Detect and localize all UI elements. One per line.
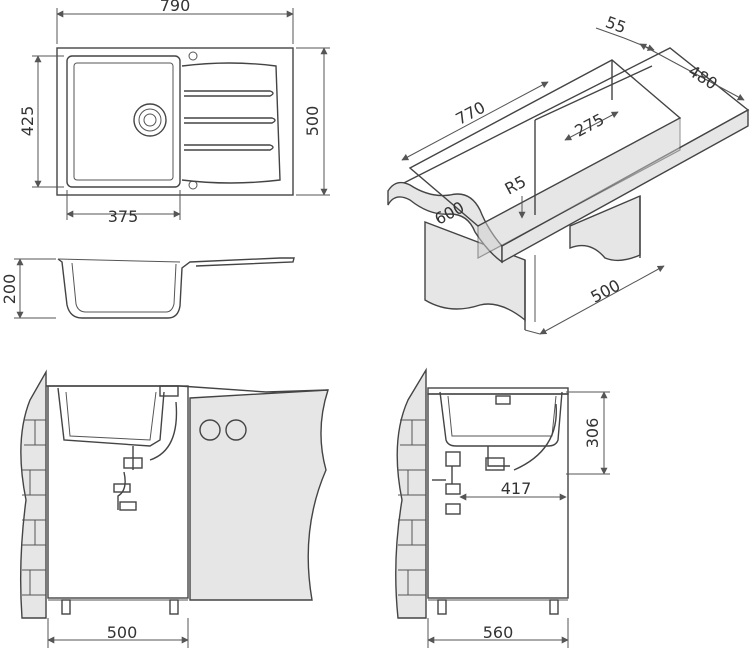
drainboard-rib [184, 144, 274, 151]
cabinet-leg [61, 599, 71, 615]
cabinet-right-face [569, 194, 641, 262]
cutout-inner [477, 116, 681, 260]
cabinet-left-face [424, 220, 526, 322]
drain-icon [133, 103, 167, 137]
bowl-profile [57, 257, 295, 319]
dim-front-cabinet-500: 500 [107, 623, 138, 642]
dim-height-200: 200 [0, 274, 19, 305]
dim-bowl-width-375: 375 [108, 207, 139, 226]
top-view: 790 500 425 375 [18, 0, 330, 226]
side-sink-bowl [439, 391, 563, 447]
cutout-iso-view: 55 480 770 275 R5 600 500 [387, 12, 750, 335]
dim-wing-55: 55 [603, 12, 629, 37]
dim-width-275: 275 [571, 110, 607, 141]
dim-width-790: 790 [160, 0, 191, 15]
dim-radius-r5: R5 [502, 172, 530, 199]
side-countertop [427, 387, 569, 395]
dim-bowl-height-306: 306 [583, 418, 602, 449]
tap-hole-icon [188, 51, 198, 61]
side-profile-view: 200 [0, 257, 295, 319]
side-left-wall [395, 367, 427, 619]
dim-cabinet-500: 500 [587, 276, 623, 307]
front-sink-bowl [57, 387, 165, 447]
side-cabinet-leg [549, 599, 559, 615]
right-cabinet-block [189, 389, 329, 601]
drainboard-rib [184, 90, 274, 97]
front-countertop [46, 385, 329, 393]
cabinet-frame [47, 385, 189, 599]
side-cabinet-leg [437, 599, 447, 615]
side-install-view: 306 417 560 [395, 367, 610, 648]
socket-icon [199, 419, 221, 441]
dim-drain-offset-417: 417 [501, 479, 532, 498]
drainboard-rib [184, 117, 276, 124]
socket-icon [225, 419, 247, 441]
overflow-hole-icon [188, 180, 198, 190]
front-install-view: 500 [19, 369, 329, 648]
cabinet-leg [169, 599, 179, 615]
dim-cabinet-depth-560: 560 [483, 623, 514, 642]
side-cabinet [427, 393, 569, 599]
dim-depth-500: 500 [303, 106, 322, 137]
dim-depth-480: 480 [685, 61, 721, 93]
bowl-outline [66, 55, 181, 188]
dim-bowl-depth-425: 425 [18, 106, 37, 137]
dim-length-770: 770 [452, 98, 488, 129]
sink-outline [56, 47, 294, 196]
side-siphon-icon [485, 457, 505, 471]
siphon-icon [123, 457, 143, 469]
